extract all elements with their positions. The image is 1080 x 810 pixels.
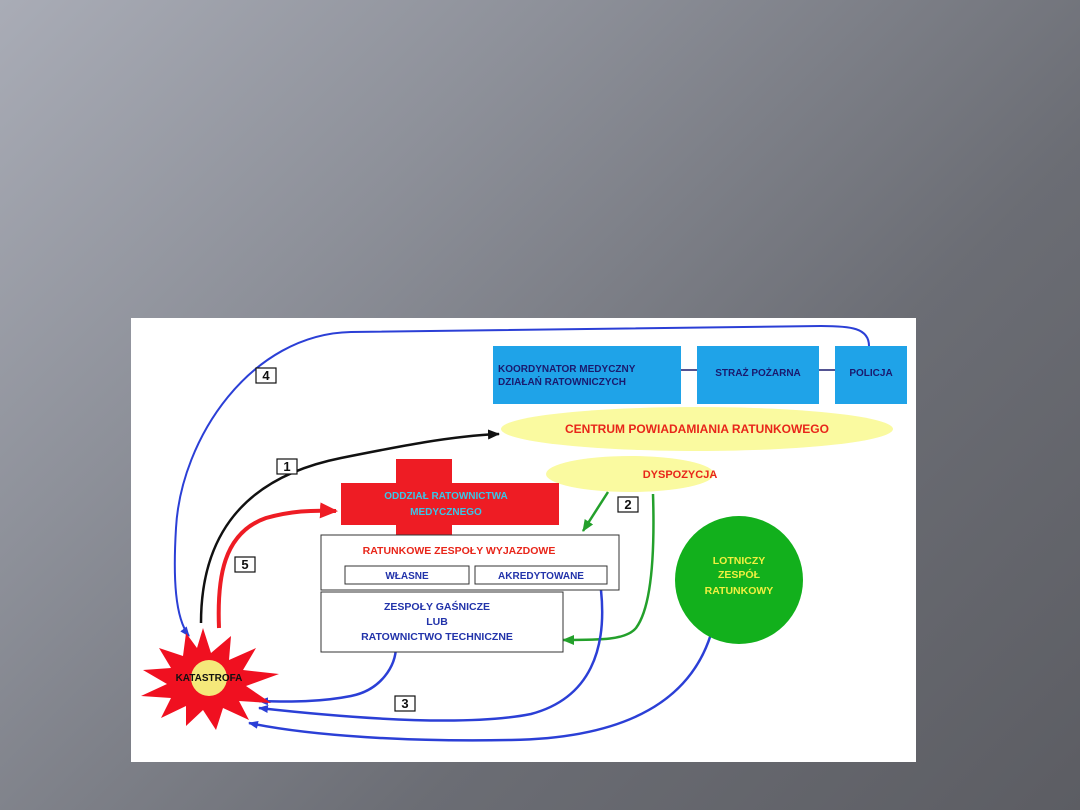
wlasne-label: WŁASNE: [385, 571, 429, 582]
arrow-policja-to-katastrofa: [173, 324, 870, 637]
wlasne-box: [344, 565, 470, 585]
arrow-dyspozycja-to-gasnicze: [562, 493, 655, 645]
gasnicze-box: ZESPOŁY GAŚNICZE LUB RATOWNICTWO TECHNIC…: [320, 591, 564, 653]
step-label-5: 5: [234, 556, 256, 573]
step-label-1: 1: [276, 458, 298, 475]
centrum-label: CENTRUM POWIADAMIANIA RATUNKOWEGO: [565, 422, 829, 436]
lotniczy-label-line3: RATUNKOWY: [705, 585, 774, 597]
koordynator-label-line2: DZIAŁAŃ RATOWNICZYCH: [498, 375, 626, 388]
gasnicze-label-line3: RATOWNICTWO TECHNICZNE: [361, 631, 513, 643]
svg-text:3: 3: [401, 696, 408, 711]
straz-label: STRAŻ POŻARNA: [715, 366, 801, 379]
svg-text:5: 5: [241, 557, 248, 572]
svg-text:2: 2: [624, 497, 631, 512]
arrow-katastrofa-to-oddzial: [216, 502, 338, 629]
oddzial-label-line2: MEDYCZNEGO: [410, 507, 482, 518]
centrum-ellipse: CENTRUM POWIADAMIANIA RATUNKOWEGO: [501, 407, 893, 451]
lotniczy-label-line1: LOTNICZY: [713, 555, 766, 567]
policja-label: POLICJA: [849, 368, 892, 379]
akredytowane-box: [474, 565, 608, 585]
dyspozycja-label: DYSPOZYCJA: [643, 469, 718, 481]
straz-box: STRAŻ POŻARNA: [697, 346, 819, 404]
svg-text:4: 4: [262, 368, 270, 383]
katastrofa-burst: KATASTROFA: [141, 628, 279, 730]
gasnicze-label-line2: LUB: [426, 616, 448, 628]
oddzial-label-line1: ODDZIAŁ RATOWNICTWA: [384, 491, 508, 502]
policja-box: POLICJA: [835, 346, 907, 404]
lotniczy-label-line2: ZESPÓŁ: [718, 568, 761, 581]
arrow-dyspozycja-to-zespoly: [581, 491, 610, 532]
diagram-panel: KOORDYNATOR MEDYCZNY DZIAŁAŃ RATOWNICZYC…: [131, 318, 916, 762]
arrow-katastrofa-to-centrum: [199, 429, 500, 624]
zespoly-wyjazdowe-label: RATUNKOWE ZESPOŁY WYJAZDOWE: [363, 545, 556, 557]
lotniczy-circle: LOTNICZY ZESPÓŁ RATUNKOWY: [675, 516, 803, 644]
zespoly-wyjazdowe-box: RATUNKOWE ZESPOŁY WYJAZDOWE WŁASNE AKRED…: [320, 534, 620, 591]
akredytowane-label: AKREDYTOWANE: [498, 571, 584, 582]
katastrofa-label: KATASTROFA: [176, 673, 243, 684]
koordynator-label-line1: KOORDYNATOR MEDYCZNY: [498, 364, 636, 375]
dyspozycja-ellipse: DYSPOZYCJA: [546, 456, 717, 492]
gasnicze-label-line1: ZESPOŁY GAŚNICZE: [384, 600, 490, 613]
rescue-flow-diagram: KOORDYNATOR MEDYCZNY DZIAŁAŃ RATOWNICZYC…: [141, 324, 907, 742]
step-label-4: 4: [255, 367, 277, 384]
step-label-2: 2: [617, 496, 639, 513]
svg-text:1: 1: [283, 459, 290, 474]
step-label-3: 3: [394, 695, 416, 712]
arrow-gasnicze-to-katastrofa: [258, 645, 398, 706]
arrow-lotniczy-to-katastrofa: [248, 633, 713, 742]
arrow-zespoly-to-katastrofa: [258, 589, 604, 722]
koordynator-box: KOORDYNATOR MEDYCZNY DZIAŁAŃ RATOWNICZYC…: [493, 346, 681, 404]
